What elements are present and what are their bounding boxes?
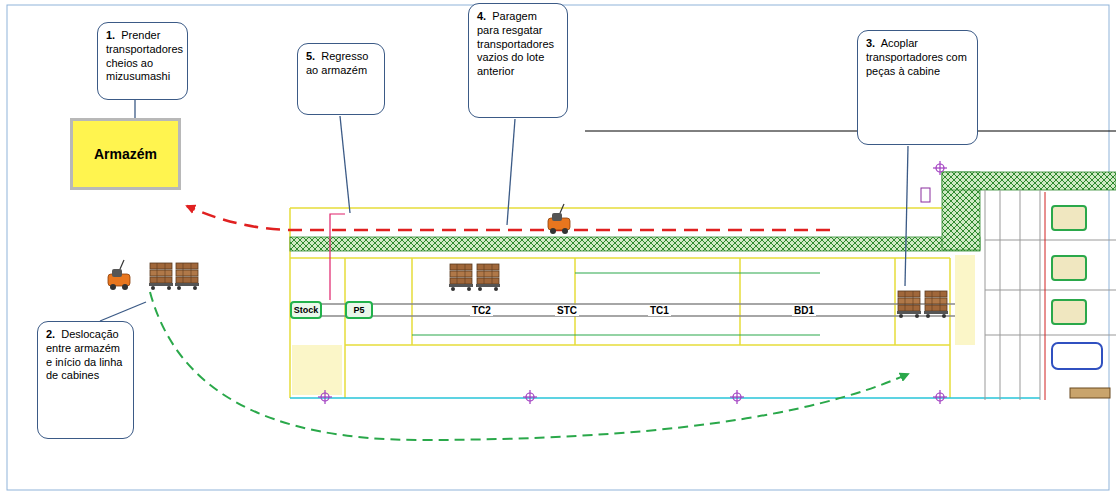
callout-number: 4. xyxy=(477,10,486,22)
node-text: Armazém xyxy=(94,146,157,162)
station-label: TC1 xyxy=(648,305,671,316)
node-text: P5 xyxy=(353,305,364,315)
node-text: Stock xyxy=(294,305,319,315)
callout-number: 3. xyxy=(866,37,875,49)
callout-box: 2. Deslocação entre armazém e início da … xyxy=(37,321,134,439)
callout-number: 5. xyxy=(306,50,315,62)
callout-number: 1. xyxy=(106,29,115,41)
callout-number: 2. xyxy=(46,328,55,340)
station-label: STC xyxy=(555,305,579,316)
node-text: Deslocação entre armazém e início da lin… xyxy=(46,328,122,381)
callout-box: 5. Regresso ao armazém xyxy=(297,43,385,115)
node-text: Regresso ao armazém xyxy=(306,50,368,76)
station-box: Stock xyxy=(290,301,322,319)
station-label: BD1 xyxy=(792,305,816,316)
node-text: Acoplar transportadores com peças à cabi… xyxy=(866,37,967,77)
callout-box: 1. Prender transportadores cheios ao miz… xyxy=(97,22,188,100)
station-label: TC2 xyxy=(470,305,493,316)
node-text: Prender transportadores cheios ao mizusu… xyxy=(106,29,183,82)
callout-box: 4. Paragem para resgatar transportadores… xyxy=(468,3,568,118)
node-text: Paragem para resgatar transportadores va… xyxy=(477,10,554,77)
callout-box: 3. Acoplar transportadores com peças à c… xyxy=(857,30,978,145)
warehouse-box: Armazém xyxy=(70,118,181,190)
station-box: P5 xyxy=(345,301,373,319)
